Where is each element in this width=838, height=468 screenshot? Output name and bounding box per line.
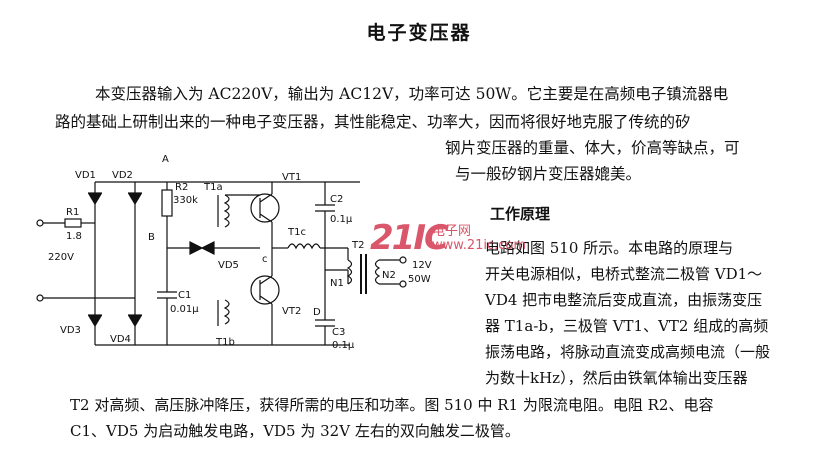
label-t1c: T1c xyxy=(287,227,306,238)
label-c1-value: 0.01μ xyxy=(170,304,199,315)
label-r2: R2 xyxy=(175,182,188,193)
label-vd4: VD4 xyxy=(110,334,131,345)
principle-line: C1、VD5 为启动触发电路，VD5 为 32V 左右的双向触发二极管。 xyxy=(70,422,520,440)
label-r2-value: 330k xyxy=(173,195,198,206)
label-r1-value: 1.8 xyxy=(66,231,82,242)
label-output-voltage: 12V xyxy=(412,260,432,271)
principle-line: 电路如图 510 所示。本电路的原理与 xyxy=(485,239,734,257)
label-vd5: VD5 xyxy=(218,260,239,271)
input-terminal-2 xyxy=(36,294,44,302)
diode-vd3 xyxy=(87,314,103,328)
coil-t2-primary xyxy=(346,259,353,285)
diac-vd5 xyxy=(189,241,204,255)
label-t2: T2 xyxy=(351,240,364,251)
principle-line: T2 对高频、高压脉冲降压，获得所需的电压和功率。图 510 中 R1 为限流电… xyxy=(70,396,714,414)
coil-t1b xyxy=(223,299,230,325)
label-r1: R1 xyxy=(66,207,79,218)
intro-line-4: 与一般矽钢片变压器媲美。 xyxy=(455,165,642,183)
label-n2: N2 xyxy=(382,270,396,281)
transistor-vt2 xyxy=(250,275,280,305)
label-n1: N1 xyxy=(330,278,344,289)
output-terminal-2 xyxy=(399,280,407,288)
circuit-diagram: VD1 VD2 VD3 VD4 R1 1.8 220V A B c D R2 3… xyxy=(36,154,432,350)
resistor-r1 xyxy=(64,218,82,228)
watermark-text: 21IC xyxy=(370,218,449,258)
intro-line-3: 钢片变压器的重量、体大，价高等缺点，可 xyxy=(445,139,740,157)
label-t1b: T1b xyxy=(215,337,235,348)
watermark-url: www.21ic.com xyxy=(432,238,527,253)
diode-vd1 xyxy=(87,192,103,206)
principle-line: 开关电源相似，电桥式整流二极管 VD1～ xyxy=(485,265,763,283)
principle-line: 器 T1a-b，三极管 VT1、VT2 组成的高频 xyxy=(485,317,769,335)
label-t1a: T1a xyxy=(203,182,223,193)
watermark-logo: 21IC 电子网 www.21ic.com xyxy=(370,218,526,258)
label-c2: C2 xyxy=(330,194,343,205)
label-node-c: c xyxy=(262,254,268,265)
coil-t1a xyxy=(223,194,230,228)
intro-line-2: 路的基础上研制出来的一种电子变压器，其性能稳定、功率大，因而将很好地克服了传统的… xyxy=(55,113,691,131)
diode-vd2 xyxy=(127,192,143,206)
label-c1: C1 xyxy=(178,290,191,301)
label-c3-value: 0.1μ xyxy=(332,340,355,350)
label-vd2: VD2 xyxy=(112,170,133,181)
principle-column: 电路如图 510 所示。本电路的原理与 开关电源相似，电桥式整流二极管 VD1～… xyxy=(485,235,770,391)
label-vd3: VD3 xyxy=(60,325,81,336)
principle-line: VD4 把市电整流后变成直流，由振荡变压 xyxy=(485,291,763,309)
resistor-r2 xyxy=(161,189,173,217)
transistor-vt1 xyxy=(250,193,280,223)
principle-line: 为数十kHz），然后由铁氧体输出变压器 xyxy=(485,369,748,387)
label-c3: C3 xyxy=(332,327,345,338)
coil-t2-secondary xyxy=(374,259,381,285)
label-node-d: D xyxy=(313,307,321,318)
coil-t1c xyxy=(287,243,321,250)
intro-line-1: 本变压器输入为 AC220V，输出为 AC12V，功率可达 50W。它主要是在高… xyxy=(95,85,729,103)
label-input-voltage: 220V xyxy=(48,252,74,263)
diode-vd4 xyxy=(127,314,143,328)
principle-line: 振荡电路，将脉动直流变成高频电流（一般 xyxy=(485,343,771,361)
output-terminal-1 xyxy=(399,256,407,264)
page-title: 电子变压器 xyxy=(366,22,472,44)
label-node-b: B xyxy=(148,232,155,243)
input-terminal-1 xyxy=(36,219,44,227)
label-c2-value: 0.1μ xyxy=(330,214,353,225)
label-node-a: A xyxy=(162,154,169,165)
label-output-power: 50W xyxy=(408,274,431,285)
watermark-cn: 电子网 xyxy=(432,224,472,239)
label-vt1: VT1 xyxy=(282,172,301,183)
section-heading: 工作原理 xyxy=(490,205,551,223)
label-vd1: VD1 xyxy=(75,170,96,181)
label-vt2: VT2 xyxy=(282,306,301,317)
